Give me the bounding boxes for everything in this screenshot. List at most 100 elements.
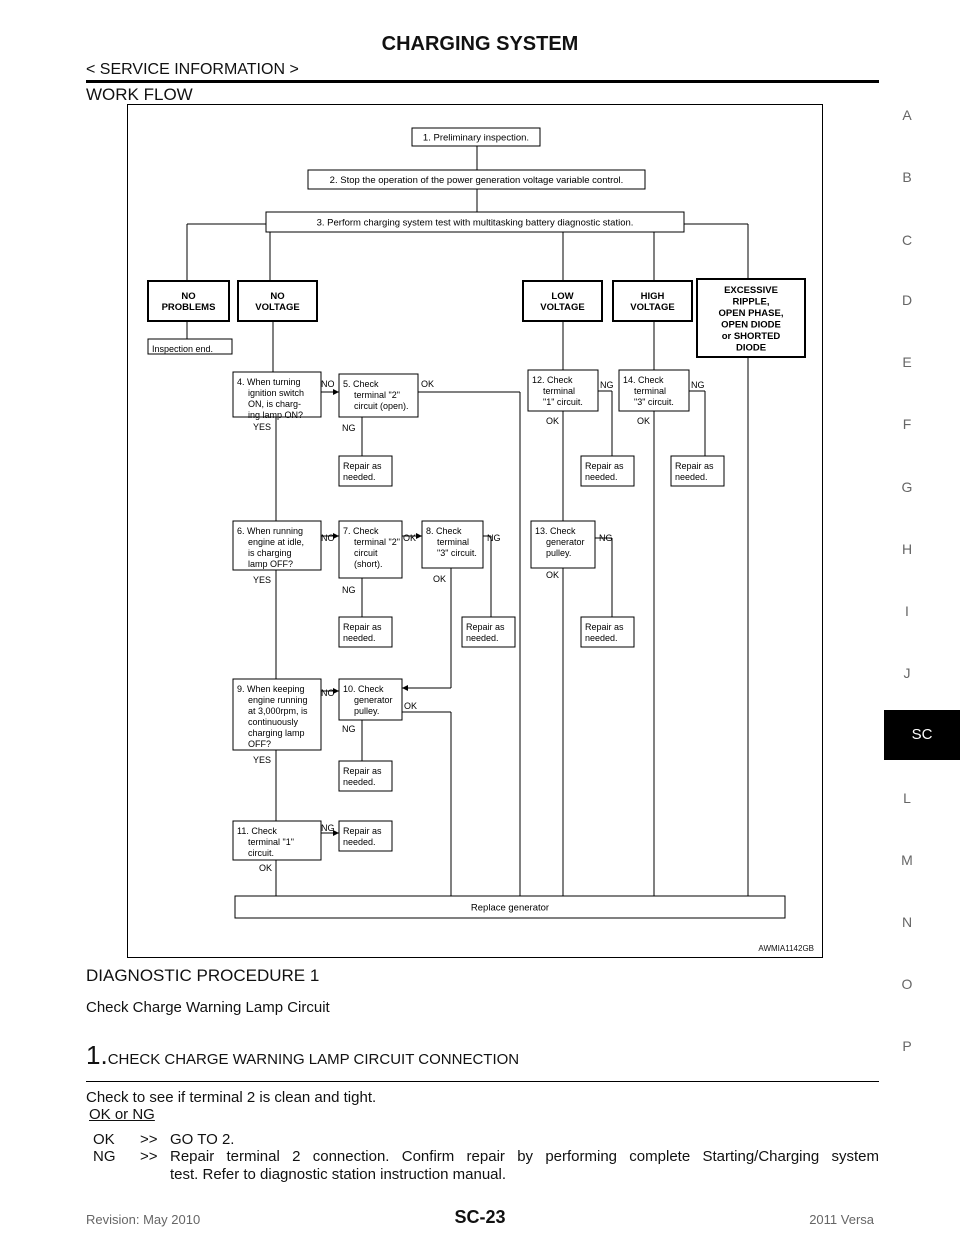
footer-page-number: SC-23 [454, 1207, 506, 1227]
box-step-12-text: 12. Check [532, 375, 573, 385]
box-step-10-text: generator [354, 695, 393, 705]
box-step-14-text: 14. Check [623, 375, 664, 385]
side-index-c[interactable]: C [901, 232, 913, 248]
box-repair-7-text: needed. [343, 777, 376, 787]
side-index-e[interactable]: E [902, 354, 912, 370]
box-step-8-text: terminal [437, 537, 469, 547]
arrowhead [402, 685, 408, 691]
branch-label-no: NO [321, 379, 335, 389]
result-low-voltage-text: VOLTAGE [540, 302, 585, 313]
result-low-voltage-text: LOW [551, 291, 573, 302]
box-step-8-text: 8. Check [426, 526, 462, 536]
result-ng-arrow: >> [140, 1148, 158, 1165]
result-no-problems-text: NO [181, 291, 195, 302]
box-step-10-text: 10. Check [343, 684, 384, 694]
result-excessive-ripple-text: OPEN PHASE, [719, 308, 784, 319]
box-step-5-text: circuit (open). [354, 401, 409, 411]
box-step-9 [232, 678, 322, 751]
side-index-d[interactable]: D [901, 292, 913, 308]
step-divider [86, 1081, 879, 1082]
box-repair-4-text: needed. [343, 633, 376, 643]
result-ng-code: NG [93, 1148, 116, 1165]
result-ng: NG>>Repair terminal 2 connection. Confir… [93, 1148, 879, 1184]
side-index-h[interactable]: H [901, 541, 913, 557]
flowchart: 1. Preliminary inspection.2. Stop the op… [147, 127, 806, 919]
branch-label-ok: OK [546, 570, 559, 580]
step-title: CHECK CHARGE WARNING LAMP CIRCUIT CONNEC… [107, 1051, 520, 1068]
result-ok-link[interactable]: GO TO 2. [170, 1131, 235, 1148]
work-flow-diagram: 1. Preliminary inspection.2. Stop the op… [127, 104, 823, 958]
box-step-5 [338, 373, 419, 418]
result-excessive-ripple [696, 278, 806, 358]
box-repair-1 [338, 455, 393, 487]
box-step-11 [232, 820, 322, 861]
box-repair-7-text: Repair as [343, 766, 382, 776]
box-stop-operation-text: 2. Stop the operation of the power gener… [330, 175, 624, 186]
header-divider [86, 80, 879, 83]
branch-label-ng: NG [342, 724, 356, 734]
side-index-sc-active[interactable]: SC [884, 710, 960, 760]
branch-label-ng: NG [342, 585, 356, 595]
side-index-f[interactable]: F [902, 416, 912, 432]
side-index-i[interactable]: I [905, 603, 909, 619]
box-repair-5-text: Repair as [466, 622, 505, 632]
box-repair-3-text: needed. [675, 472, 708, 482]
result-no-problems [147, 280, 230, 322]
side-index-g[interactable]: G [901, 479, 913, 495]
box-repair-8-text: needed. [343, 837, 376, 847]
branch-label-ng: NG [487, 533, 501, 543]
box-step-7-text: (short). [354, 559, 383, 569]
result-no-voltage [237, 280, 318, 322]
box-replace-generator [234, 895, 786, 919]
box-step-7-text: terminal "2" [354, 537, 400, 547]
side-index-b[interactable]: B [902, 169, 912, 185]
side-index-a[interactable]: A [902, 107, 912, 123]
branch-label-yes: YES [253, 575, 271, 585]
box-stop-operation [307, 169, 646, 190]
box-step-7 [338, 520, 403, 579]
footer-revision: Revision: May 2010 [86, 1212, 201, 1227]
arrowhead [333, 688, 339, 694]
box-step-5-text: 5. Check [343, 379, 379, 389]
box-step-9-text: continuously [248, 717, 299, 727]
box-step-8-text: "3" circuit. [437, 548, 477, 558]
result-ok: OK >> GO TO 2. [93, 1131, 879, 1148]
page-title: CHARGING SYSTEM [381, 33, 579, 55]
side-index-n[interactable]: N [901, 914, 913, 930]
box-step-4-text: ON, is charg- [248, 399, 301, 409]
box-repair-1-text: Repair as [343, 461, 382, 471]
box-step-9-text: 9. When keeping [237, 684, 305, 694]
step-number: 1. [86, 1040, 108, 1070]
breadcrumb: < SERVICE INFORMATION > [86, 61, 299, 78]
side-index-j[interactable]: J [903, 665, 911, 681]
box-repair-8-text: Repair as [343, 826, 382, 836]
box-repair-5-text: needed. [466, 633, 499, 643]
branch-label-ok: OK [259, 863, 272, 873]
result-no-problems-text: PROBLEMS [162, 302, 216, 313]
result-ok-code: OK [93, 1131, 115, 1148]
result-excessive-ripple-text: DIODE [736, 343, 766, 354]
branch-label-no: NO [321, 688, 335, 698]
box-perform-test [265, 211, 685, 233]
box-step-13-text: pulley. [546, 548, 571, 558]
box-step-7-text: 7. Check [343, 526, 379, 536]
side-index-p[interactable]: P [902, 1038, 912, 1054]
branch-label-ok: OK [637, 416, 650, 426]
result-ok-arrow: >> [140, 1131, 158, 1148]
box-repair-5 [461, 616, 516, 648]
side-index-o[interactable]: O [901, 976, 913, 992]
box-inspection-end [147, 338, 233, 355]
branch-label-yes: YES [253, 422, 271, 432]
result-excessive-ripple-text: or SHORTED [722, 331, 781, 342]
box-step-9-text: OFF? [248, 739, 271, 749]
box-step-10 [338, 678, 403, 721]
side-index-m[interactable]: M [901, 852, 913, 868]
box-step-11-text: terminal "1" [248, 837, 294, 847]
side-index-l[interactable]: L [903, 790, 911, 806]
box-step-4-text: 4. When turning [237, 377, 301, 387]
arrowhead [333, 830, 339, 836]
arrowhead [416, 533, 422, 539]
box-perform-test-text: 3. Perform charging system test with mul… [317, 218, 634, 229]
box-step-14-text: "3" circuit. [634, 397, 674, 407]
branch-label-ok: OK [421, 379, 434, 389]
